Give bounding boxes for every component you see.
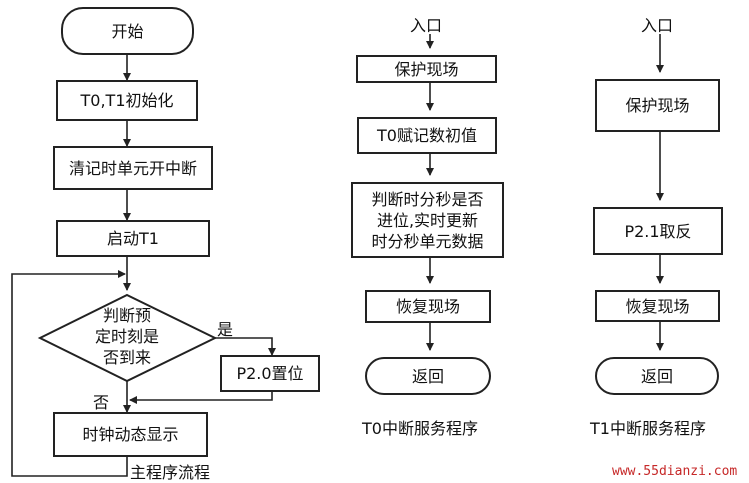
decision-line-2: 定时刻是 (94, 327, 159, 346)
init-box: T0,T1初始化 (56, 80, 198, 121)
no-label: 否 (93, 393, 110, 412)
t0-judge-box: 判断时分秒是否 进位,实时更新 时分秒单元数据 (351, 182, 504, 258)
launch-box: 启动T1 (56, 220, 210, 257)
t0-return-terminal: 返回 (365, 357, 491, 395)
t1-return-terminal: 返回 (595, 357, 719, 395)
display-box: 时钟动态显示 (53, 412, 208, 457)
t1-entry-label: 入口 (641, 16, 674, 35)
t0-judge-line-2: 进位,实时更新 (376, 210, 479, 230)
decision-line-1: 判断预 (102, 306, 151, 325)
start-terminal: 开始 (61, 7, 194, 55)
t0-assign-box: T0赋记数初值 (357, 117, 497, 154)
t0-judge-line-3: 时分秒单元数据 (371, 231, 484, 251)
arrow-loop-back (11, 270, 128, 477)
arrow-yes-branch (215, 337, 276, 356)
t1-toggle-box: P2.1取反 (593, 207, 723, 255)
main-caption: 主程序流程 (130, 463, 211, 482)
decision-line-3: 否到来 (102, 348, 151, 367)
clear-box: 清记时单元开中断 (53, 146, 213, 190)
t1-caption: T1中断服务程序 (590, 419, 706, 438)
decision-text: 判断预 定时刻是 否到来 (60, 305, 194, 368)
t0-entry-label: 入口 (410, 16, 443, 35)
t1-restore-box: 恢复现场 (595, 290, 720, 322)
t0-judge-line-1: 判断时分秒是否 (371, 189, 484, 209)
arrow-set-merge (129, 392, 273, 404)
watermark-text: www.55dianzi.com (612, 464, 738, 479)
set-p20-box: P2.0置位 (220, 355, 320, 392)
t1-save-box: 保护现场 (595, 79, 720, 132)
yes-label: 是 (217, 320, 234, 339)
t0-save-box: 保护现场 (356, 55, 497, 83)
t0-caption: T0中断服务程序 (362, 419, 478, 438)
t0-restore-box: 恢复现场 (365, 290, 491, 323)
